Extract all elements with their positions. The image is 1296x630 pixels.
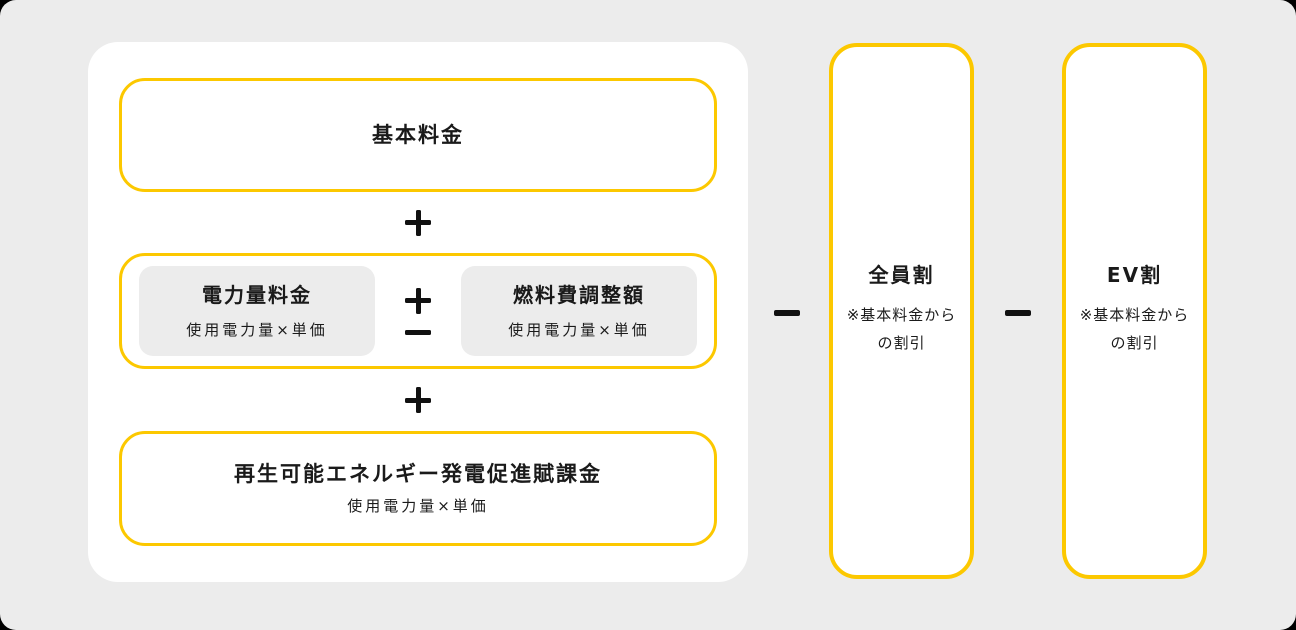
note-line: ※基本料金から <box>846 306 957 324</box>
plus-minus-icon <box>405 287 431 335</box>
plus-icon <box>405 287 431 314</box>
note-line: の割引 <box>1110 334 1159 352</box>
charges-panel: 基本料金 電力量料金 使用電力量×単価 燃料費調整額 使用電力量×単価 再生可能… <box>88 42 748 582</box>
ev-discount-note: ※基本料金から の割引 <box>1080 301 1190 357</box>
energy-charge-title: 電力量料金 <box>202 282 312 307</box>
energy-charge-subtitle: 使用電力量×単価 <box>186 320 328 339</box>
usage-charges-box: 電力量料金 使用電力量×単価 燃料費調整額 使用電力量×単価 <box>119 253 717 369</box>
ev-discount-title: EV割 <box>1106 263 1163 287</box>
all-member-discount-title: 全員割 <box>868 263 935 287</box>
ev-discount-box: EV割 ※基本料金から の割引 <box>1062 43 1207 579</box>
renewable-levy-box: 再生可能エネルギー発電促進賦課金 使用電力量×単価 <box>119 431 717 546</box>
renewable-levy-subtitle: 使用電力量×単価 <box>347 496 489 515</box>
note-line: ※基本料金から <box>1079 306 1190 324</box>
fuel-adjustment-title: 燃料費調整額 <box>513 282 645 307</box>
plus-icon <box>405 209 431 236</box>
operator-row <box>119 192 717 253</box>
minus-icon <box>774 310 800 316</box>
minus-icon <box>405 329 431 335</box>
plus-icon <box>405 387 431 413</box>
basic-charge-box: 基本料金 <box>119 78 717 192</box>
fuel-adjustment-subtitle: 使用電力量×単価 <box>508 320 650 339</box>
fuel-adjustment-box: 燃料費調整額 使用電力量×単価 <box>461 266 697 356</box>
note-line: の割引 <box>877 334 926 352</box>
all-member-discount-box: 全員割 ※基本料金から の割引 <box>829 43 974 579</box>
energy-charge-box: 電力量料金 使用電力量×単価 <box>139 266 375 356</box>
renewable-levy-title: 再生可能エネルギー発電促進賦課金 <box>234 461 602 486</box>
minus-icon <box>1005 310 1031 316</box>
all-member-discount-note: ※基本料金から の割引 <box>847 301 957 357</box>
basic-charge-title: 基本料金 <box>372 122 464 147</box>
operator-row <box>119 369 717 431</box>
